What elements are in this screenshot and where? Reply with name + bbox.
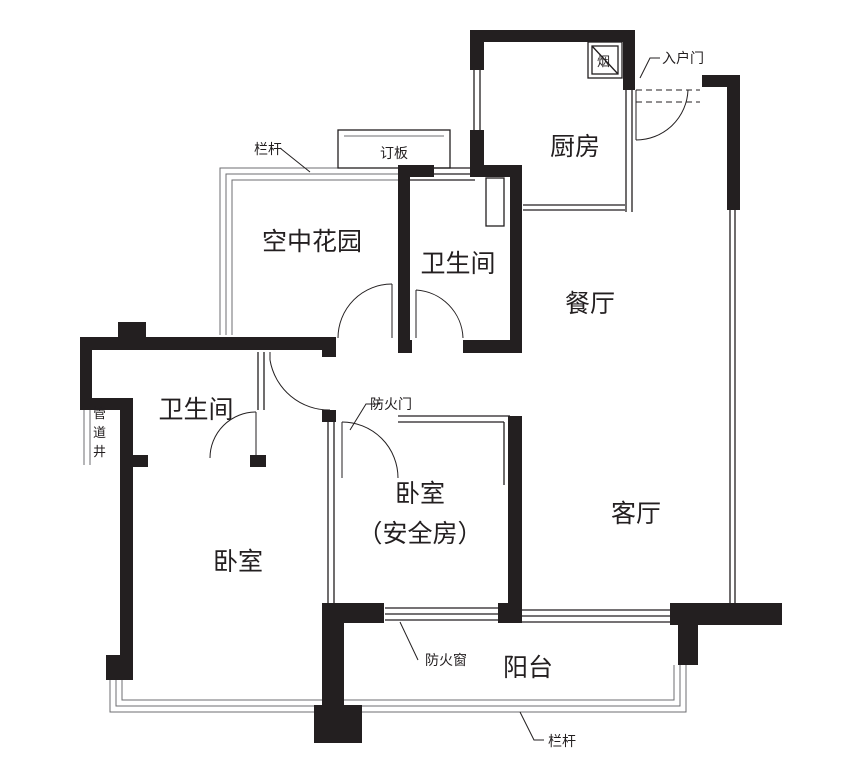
flue: [587, 41, 623, 79]
room-labels: 厨房 餐厅 空中花园 卫生间 卫生间 客厅 卧室 （安全房） 卧室 阳台: [158, 132, 661, 682]
annotation-entrance-door: 入户门: [662, 50, 704, 67]
room-label-living: 客厅: [611, 499, 661, 528]
room-label-bathroom-upper: 卫生间: [420, 249, 495, 278]
room-label-bathroom-lower: 卫生间: [158, 395, 233, 424]
room-label-safe-bedroom: 卧室: [395, 479, 445, 508]
annotation-fire-window: 防火窗: [425, 652, 467, 669]
annotation-railing-bottom: 栏杆: [548, 734, 576, 750]
annotation-custom-panel: 订板: [380, 146, 408, 162]
annotation-pipe-shaft-2: 道: [93, 426, 106, 441]
annotation-pipe-shaft-3: 井: [93, 445, 106, 460]
annotation-pipe-shaft-1: 管: [93, 407, 106, 422]
annotations: 入户门 烟 栏杆 订板 防火门 管 道 井 防火窗 栏杆: [93, 50, 704, 750]
annotation-railing-top: 栏杆: [254, 142, 282, 158]
railings: [83, 129, 687, 713]
doors: [209, 89, 700, 479]
annotation-flue: 烟: [597, 55, 610, 70]
room-label-bedroom: 卧室: [213, 547, 263, 576]
room-label-kitchen: 厨房: [550, 132, 600, 161]
leader-lines: [279, 57, 660, 741]
walls: [80, 30, 782, 743]
room-label-sky-garden: 空中花园: [262, 227, 362, 256]
room-label-safe-bedroom-note: （安全房）: [357, 519, 482, 548]
room-label-balcony: 阳台: [503, 653, 553, 682]
room-label-dining: 餐厅: [565, 289, 615, 318]
annotation-fire-door: 防火门: [370, 397, 412, 413]
